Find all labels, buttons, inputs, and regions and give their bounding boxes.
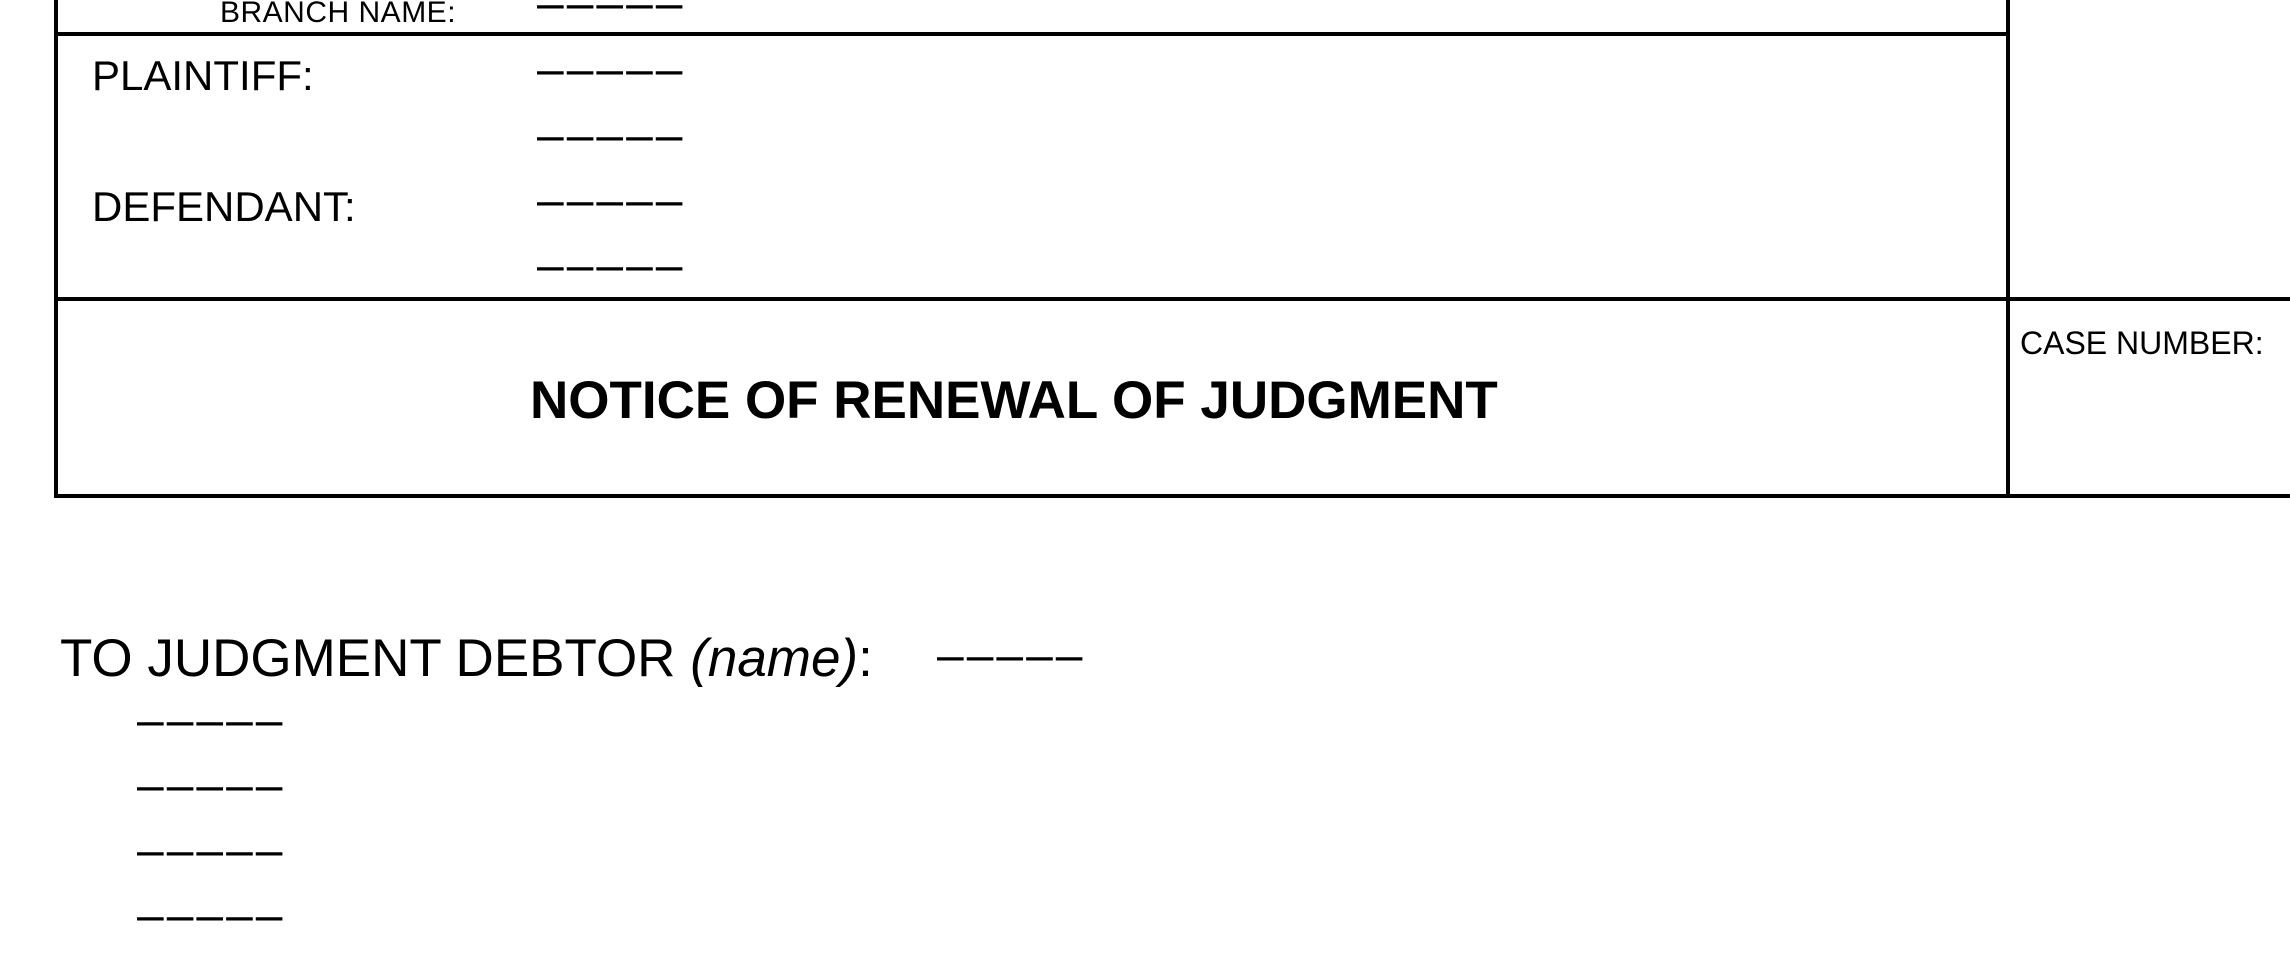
debtor-address-line-1[interactable]: ––––– [137, 694, 286, 747]
defendant-field-line-1[interactable]: ––––– [537, 174, 686, 227]
form-title: NOTICE OF RENEWAL OF JUDGMENT [530, 371, 1498, 430]
debtor-name-field[interactable]: ––––– [937, 629, 1086, 682]
judgment-debtor-prefix: TO JUDGMENT DEBTOR [60, 629, 691, 688]
defendant-label: DEFENDANT: [92, 183, 356, 230]
judgment-debtor-colon: : [858, 629, 873, 688]
plaintiff-label: PLAINTIFF: [92, 52, 314, 99]
branch-name-field[interactable]: ––––– [537, 0, 686, 30]
case-number-label: CASE NUMBER: [2020, 325, 2264, 361]
caption-left-border [54, 0, 58, 498]
plaintiff-field-line-2[interactable]: ––––– [537, 109, 686, 162]
debtor-address-line-2[interactable]: ––––– [137, 759, 286, 812]
caption-bottom-border [54, 494, 2290, 498]
judgment-debtor-heading: TO JUDGMENT DEBTOR (name): [60, 628, 873, 689]
branch-name-label: BRANCH NAME: [220, 0, 457, 29]
debtor-address-line-4[interactable]: ––––– [137, 889, 286, 942]
name-hint: (name) [690, 629, 859, 688]
plaintiff-field-line-1[interactable]: ––––– [537, 43, 686, 96]
parties-row-bottom-border [54, 297, 2290, 301]
defendant-field-line-2[interactable]: ––––– [537, 239, 686, 292]
branch-row-bottom-border [54, 32, 2010, 36]
debtor-address-line-3[interactable]: ––––– [137, 824, 286, 877]
caption-right-divider [2006, 0, 2010, 498]
